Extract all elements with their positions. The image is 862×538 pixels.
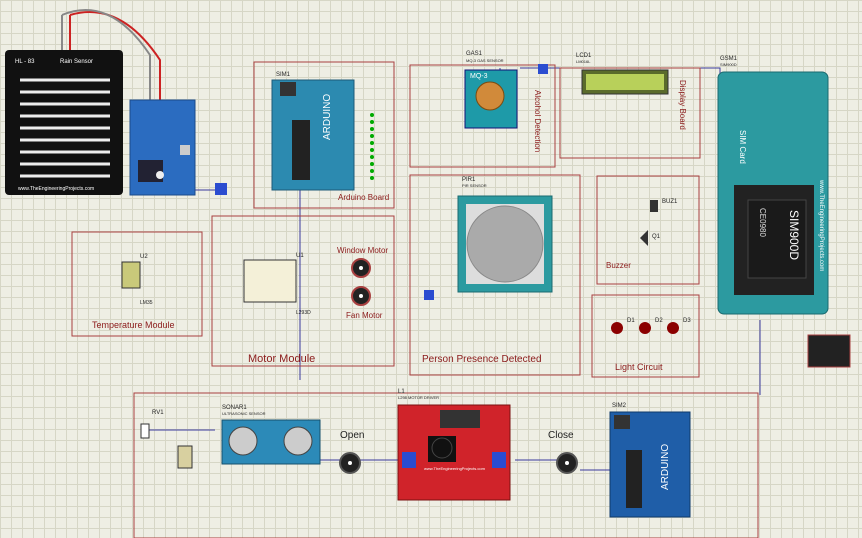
arduino-top[interactable]: ARDUINO SIM1 <box>271 72 374 191</box>
alcohol-probe <box>538 64 548 74</box>
gsm-chip: SIM900D <box>787 210 801 260</box>
person-label: Person Presence Detected <box>422 354 542 365</box>
potentiometer[interactable] <box>140 423 150 439</box>
pir-sensor[interactable] <box>457 195 553 293</box>
motor-driver-chip[interactable] <box>243 259 297 303</box>
motor-module-label: Motor Module <box>248 353 315 365</box>
box-temperature <box>71 231 203 337</box>
open-label: Open <box>340 430 364 441</box>
led-row[interactable] <box>611 322 679 334</box>
driver-part: L298 MOTOR DRIVER <box>398 395 439 400</box>
gsm-brand: www.TheEngineeringProjects.com <box>818 179 824 271</box>
sim-card-slot <box>807 334 851 368</box>
transistor-ref: Q1 <box>652 234 661 240</box>
box-bottom <box>133 392 759 538</box>
driver-brand: www.TheEngineeringProjects.com <box>424 466 486 471</box>
arduino-top-logo: ARDUINO <box>322 94 333 140</box>
rain-sensor[interactable]: HL - 83 Rain Sensor www.TheEngineeringPr… <box>5 50 123 195</box>
arduino-board-label: Arduino Board <box>338 193 389 202</box>
lcd-ref: LCD1 <box>576 53 592 59</box>
arduino-bottom-logo: ARDUINO <box>660 444 671 490</box>
arduino-bottom[interactable]: ARDUINO <box>609 411 691 518</box>
motor-ref: U1 <box>296 253 304 259</box>
window-motor-label: Window Motor <box>337 246 388 255</box>
buzzer-ref: BUZ1 <box>662 199 678 205</box>
lcd-display[interactable] <box>581 69 669 95</box>
pir-ref: PIR1 <box>462 177 476 183</box>
close-label: Close <box>548 430 574 441</box>
box-buzzer <box>596 175 700 285</box>
gsm-module[interactable]: SIM900D CE0980 www.TheEngineeringProject… <box>717 71 829 315</box>
motor-part: L293D <box>296 310 311 316</box>
box-display <box>559 67 701 159</box>
driver-ref: L1 <box>398 389 405 395</box>
pot-ref: RV1 <box>152 410 164 416</box>
ldr <box>177 445 193 469</box>
led2-ref: D2 <box>655 318 663 324</box>
fan-motor[interactable] <box>351 286 371 306</box>
alcohol-sensor[interactable]: MQ-3 <box>464 69 518 129</box>
buzzer-label: Buzzer <box>606 261 631 270</box>
arduino-top-ref: SIM1 <box>276 72 291 78</box>
arduino-bottom-ref: SIM2 <box>612 403 627 409</box>
display-label: Display Board <box>678 80 687 130</box>
buzzer[interactable] <box>640 200 658 246</box>
sonar-ref: SONAR1 <box>222 405 247 411</box>
fan-motor-label: Fan Motor <box>346 311 383 320</box>
ultrasonic-sensor[interactable] <box>221 419 321 465</box>
box-person <box>409 174 581 376</box>
arduino-top-pins <box>370 113 374 180</box>
temperature-sensor[interactable] <box>121 261 141 289</box>
temp-part: LM35 <box>140 300 153 306</box>
temp-ref: U2 <box>140 254 148 260</box>
rain-ref: HL - 83 <box>15 59 35 65</box>
gsm-sim: SIM Card <box>738 130 747 164</box>
box-alcohol <box>409 64 556 168</box>
gsm-chip-sub: CE0980 <box>758 208 767 237</box>
gsm-ref: GSM1 <box>720 56 738 62</box>
pir-part: PIR SENSOR <box>462 183 487 188</box>
gsm-part: SIM900D <box>720 62 737 67</box>
lcd-part: LM016L <box>576 59 591 64</box>
close-motor[interactable] <box>556 452 578 474</box>
l298-driver[interactable]: www.TheEngineeringProjects.com <box>397 404 511 501</box>
box-arduino <box>253 61 395 209</box>
rain-probe <box>215 183 227 195</box>
alcohol-part: MQ-3 GAS SENSOR <box>466 58 504 63</box>
rain-module[interactable] <box>129 99 196 196</box>
rain-name: Rain Sensor <box>60 59 93 65</box>
box-light <box>591 294 700 378</box>
box-motor <box>211 215 395 367</box>
alcohol-chip: MQ-3 <box>470 73 488 80</box>
alcohol-label: Alcohol Detection <box>533 90 542 152</box>
light-label: Light Circuit <box>615 362 663 372</box>
open-motor[interactable] <box>339 452 361 474</box>
section-boxes <box>71 61 759 538</box>
rain-brand: www.TheEngineeringProjects.com <box>18 186 94 192</box>
led3-ref: D3 <box>683 318 691 324</box>
pir-probe <box>424 290 434 300</box>
temperature-label: Temperature Module <box>92 320 175 330</box>
alcohol-ref: GAS1 <box>466 51 483 57</box>
window-motor[interactable] <box>351 258 371 278</box>
led1-ref: D1 <box>627 318 635 324</box>
sonar-part: ULTRASONIC SENSOR <box>222 411 266 416</box>
